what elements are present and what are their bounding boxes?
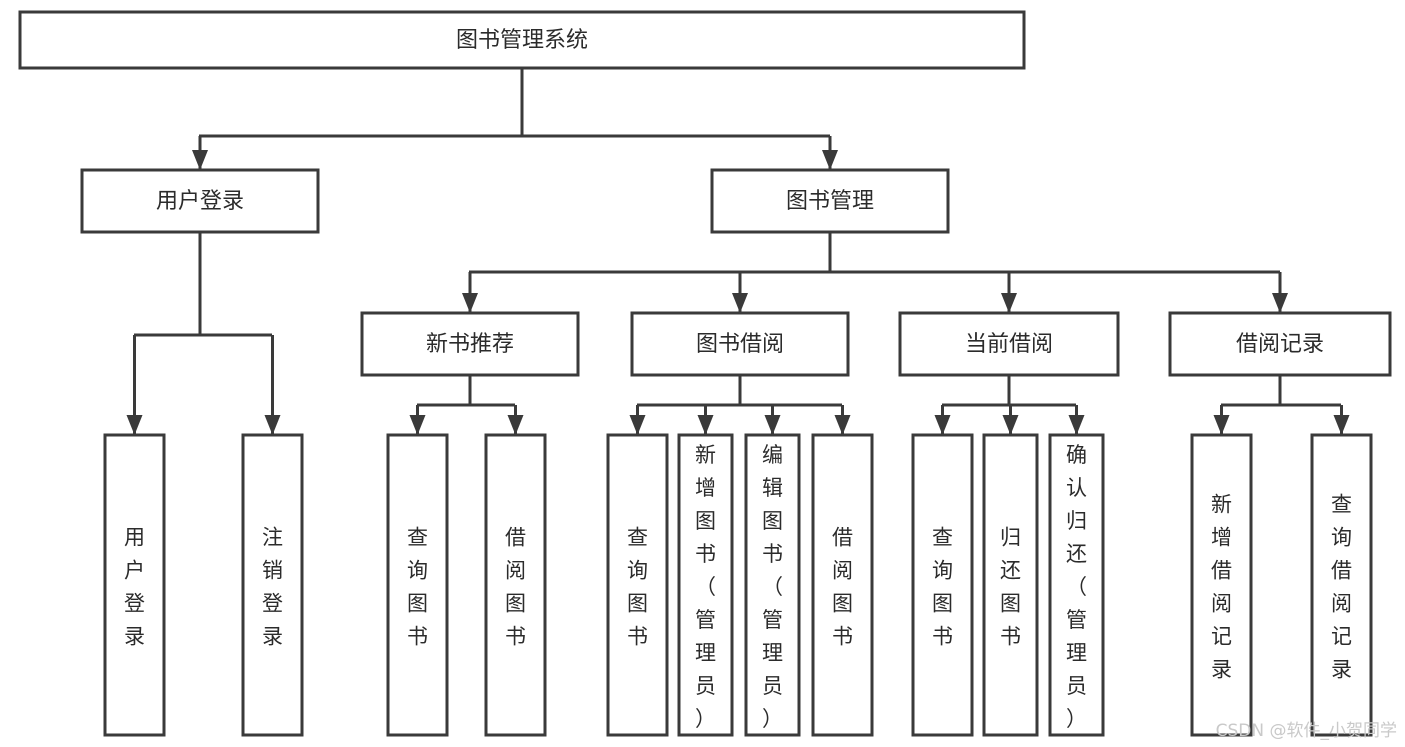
node-box-leaf-query-book-3[interactable] [911,433,974,737]
node-box-leaf-add-record[interactable] [1190,433,1253,737]
node-box-leaf-query-book-1[interactable] [386,433,449,737]
node-box-borrow-record[interactable] [1168,311,1392,377]
node-label-leaf-query-book-2: 查询图书 [627,526,648,649]
node-label-leaf-borrow-book-2: 借阅图书 [832,526,853,649]
watermark-text: CSDN @软件_小贺同学 [1215,721,1397,741]
node-label-book-manage: 图书管理 [786,189,874,214]
node-label-borrow-record: 借阅记录 [1236,332,1324,357]
node-leaf-user-login[interactable]: 用户登录 [103,433,166,737]
node-root[interactable]: 图书管理系统 [18,10,1026,70]
node-user-login[interactable]: 用户登录 [80,168,320,234]
node-box-leaf-borrow-book-2[interactable] [811,433,874,737]
node-label-leaf-return-book: 归还图书 [1000,526,1021,649]
node-label-leaf-query-book-1: 查询图书 [407,526,428,649]
node-box-leaf-query-record[interactable] [1310,433,1373,737]
arrow-head-icon-leaf-confirm-return [1068,415,1085,435]
node-box-leaf-user-login[interactable] [103,433,166,737]
node-label-leaf-edit-book: 编辑图书（管理员） [762,443,783,731]
node-label-leaf-logout: 注销登录 [262,526,283,649]
node-box-root[interactable] [18,10,1026,70]
arrow-head-icon-leaf-query-book-3 [934,415,951,435]
arrow-head-icon-current-borrow [1001,293,1017,313]
node-label-leaf-user-login: 用户登录 [124,526,145,649]
arrow-head-icon-leaf-borrow-book-1 [507,415,524,435]
arrow-head-icon-leaf-query-book-1 [409,415,426,435]
node-box-leaf-query-book-2[interactable] [606,433,669,737]
node-box-new-book-rec[interactable] [360,311,580,377]
arrow-head-icon-leaf-add-book [697,415,714,435]
connector-layer [126,68,1350,435]
node-box-book-manage[interactable] [710,168,950,234]
node-leaf-borrow-book-2[interactable]: 借阅图书 [811,433,874,737]
node-label-user-login: 用户登录 [156,189,244,214]
node-box-current-borrow[interactable] [898,311,1120,377]
arrow-head-icon-leaf-return-book [1002,415,1019,435]
arrow-head-icon-new-book-rec [462,293,478,313]
node-box-leaf-borrow-book-1[interactable] [484,433,547,737]
node-leaf-confirm-return[interactable]: 确认归还（管理员） [1048,433,1105,737]
arrow-head-icon-leaf-user-login [126,415,143,435]
node-label-leaf-confirm-return: 确认归还（管理员） [1066,443,1087,731]
node-label-leaf-add-record: 新增借阅记录 [1211,493,1232,682]
arrow-head-icon-book-borrow [732,293,748,313]
node-label-new-book-rec: 新书推荐 [426,332,514,357]
arrow-head-icon-book-manage [822,150,838,170]
node-leaf-edit-book[interactable]: 编辑图书（管理员） [744,433,801,737]
arrow-head-icon-leaf-add-record [1213,415,1230,435]
node-box-leaf-add-book[interactable] [677,433,734,737]
node-leaf-query-record[interactable]: 查询借阅记录 [1310,433,1373,737]
node-book-manage[interactable]: 图书管理 [710,168,950,234]
node-box-leaf-logout[interactable] [241,433,304,737]
node-leaf-add-book[interactable]: 新增图书（管理员） [677,433,734,737]
node-leaf-logout[interactable]: 注销登录 [241,433,304,737]
node-box-leaf-edit-book[interactable] [744,433,801,737]
node-leaf-query-book-3[interactable]: 查询图书 [911,433,974,737]
node-label-root: 图书管理系统 [456,28,588,53]
node-book-borrow[interactable]: 图书借阅 [630,311,850,377]
node-new-book-rec[interactable]: 新书推荐 [360,311,580,377]
node-label-leaf-add-book: 新增图书（管理员） [695,443,716,731]
arrow-head-icon-leaf-borrow-book-2 [834,415,851,435]
node-box-leaf-return-book[interactable] [982,433,1039,737]
node-leaf-borrow-book-1[interactable]: 借阅图书 [484,433,547,737]
node-borrow-record[interactable]: 借阅记录 [1168,311,1392,377]
node-box-book-borrow[interactable] [630,311,850,377]
node-leaf-query-book-1[interactable]: 查询图书 [386,433,449,737]
arrow-head-icon-user-login [192,150,208,170]
node-box-user-login[interactable] [80,168,320,234]
arrow-head-icon-leaf-query-book-2 [629,415,646,435]
node-label-leaf-borrow-book-1: 借阅图书 [505,526,526,649]
node-label-book-borrow: 图书借阅 [696,332,784,357]
node-label-leaf-query-record: 查询借阅记录 [1331,493,1352,682]
arrow-head-icon-leaf-query-record [1333,415,1350,435]
node-label-current-borrow: 当前借阅 [965,332,1053,357]
arrow-head-icon-leaf-edit-book [764,415,781,435]
node-layer: 图书管理系统用户登录图书管理新书推荐图书借阅当前借阅借阅记录用户登录注销登录查询… [18,10,1392,737]
node-current-borrow[interactable]: 当前借阅 [898,311,1120,377]
node-leaf-add-record[interactable]: 新增借阅记录 [1190,433,1253,737]
node-box-leaf-confirm-return[interactable] [1048,433,1105,737]
node-leaf-query-book-2[interactable]: 查询图书 [606,433,669,737]
arrow-head-icon-borrow-record [1272,293,1288,313]
node-label-leaf-query-book-3: 查询图书 [932,526,953,649]
node-leaf-return-book[interactable]: 归还图书 [982,433,1039,737]
arrow-head-icon-leaf-logout [264,415,281,435]
